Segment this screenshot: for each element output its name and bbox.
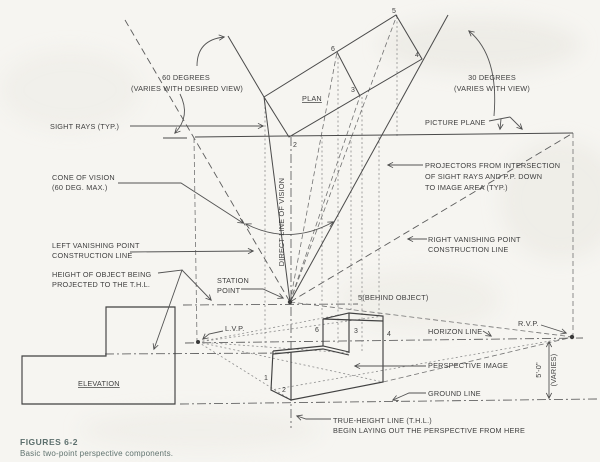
label-projectors-3: TO IMAGE AREA (TYP.) bbox=[425, 183, 508, 192]
label-station-1: STATION bbox=[217, 276, 249, 285]
label-30-degrees-2: (VARIES WITH VIEW) bbox=[454, 84, 530, 93]
image-point-2: 2 bbox=[282, 387, 286, 394]
points bbox=[196, 299, 575, 344]
label-projectors-2: OF SIGHT RAYS AND P.P. DOWN bbox=[425, 172, 542, 181]
leader-pp-a bbox=[509, 116, 523, 130]
label-thl-1: TRUE-HEIGHT LINE (T.H.L.) bbox=[333, 416, 432, 425]
label-horizon: HORIZON LINE bbox=[428, 327, 482, 336]
figure-caption: FIGURES 6-2 Basic two-point perspective … bbox=[20, 437, 173, 458]
rvp-dot bbox=[569, 334, 575, 340]
label-direct-line-of-vision: DIRECT LINE OF VISION bbox=[277, 178, 286, 266]
label-cone-1: CONE OF VISION bbox=[52, 173, 115, 182]
elevation-outline bbox=[21, 306, 176, 405]
sight-ray-3 bbox=[289, 95, 361, 303]
labels: 60 DEGREES (VARIES WITH DESIRED VIEW) 30… bbox=[50, 8, 560, 435]
plan-outline bbox=[263, 14, 423, 138]
label-ground: GROUND LINE bbox=[428, 389, 481, 398]
box-step-top-2 bbox=[272, 348, 350, 356]
leader-lvp-cl bbox=[129, 247, 255, 255]
image-point-4: 4 bbox=[387, 331, 391, 338]
box-front-top bbox=[322, 318, 384, 322]
label-height-2: PROJECTED TO THE T.H.L. bbox=[52, 280, 150, 289]
height-top-line bbox=[182, 303, 359, 306]
label-thl-2: BEGIN LAYING OUT THE PERSPECTIVE FROM HE… bbox=[333, 426, 525, 435]
leader-pp-stem bbox=[488, 116, 511, 122]
lvp-dot bbox=[196, 340, 200, 344]
label-behind-object: 5(BEHIND OBJECT) bbox=[358, 293, 429, 302]
label-lvp-cl-1: LEFT VANISHING POINT bbox=[52, 241, 140, 250]
plan-divider bbox=[336, 51, 361, 97]
leader-pp-b bbox=[497, 118, 504, 131]
label-sight-rays: SIGHT RAYS (TYP.) bbox=[50, 122, 119, 131]
label-rvp-cl-2: CONSTRUCTION LINE bbox=[428, 245, 508, 254]
label-dim-varies: (VARIES) bbox=[549, 354, 558, 387]
lvp-ray-4 bbox=[197, 341, 292, 401]
leader-thl bbox=[295, 414, 331, 421]
label-station-2: POINT bbox=[217, 286, 241, 295]
solid-geometry bbox=[21, 14, 574, 405]
label-rvp-cl-1: RIGHT VANISHING POINT bbox=[428, 235, 521, 244]
image-point-3: 3 bbox=[354, 328, 358, 335]
label-60-degrees-2: (VARIES WITH DESIRED VIEW) bbox=[131, 84, 243, 93]
leader-cone bbox=[118, 182, 245, 224]
label-picture-plane: PICTURE PLANE bbox=[425, 118, 486, 127]
image-point-1: 1 bbox=[264, 375, 268, 382]
label-cone-2: (60 DEG. MAX.) bbox=[52, 183, 108, 192]
box-step-top-1 bbox=[272, 345, 350, 353]
label-30-degrees: 30 DEGREES bbox=[468, 73, 516, 82]
paper-texture bbox=[0, 17, 600, 450]
lvp-drop-line bbox=[193, 137, 198, 342]
label-rvp: R.V.P. bbox=[518, 319, 539, 328]
plan-edge-extension bbox=[227, 35, 265, 98]
lvp-ray-1 bbox=[197, 312, 350, 343]
image-point-6: 6 bbox=[315, 327, 319, 334]
leader-ground bbox=[391, 392, 426, 401]
leader-height-b bbox=[181, 269, 212, 301]
label-perspective-image: PERSPECTIVE IMAGE bbox=[428, 361, 508, 370]
plan-point-5: 5 bbox=[392, 8, 396, 15]
perspective-box bbox=[270, 312, 384, 401]
sight-ray-6 bbox=[289, 51, 338, 303]
sight-ray-solid-right bbox=[289, 14, 449, 303]
plan-point-2: 2 bbox=[293, 142, 297, 149]
leaders bbox=[118, 116, 568, 421]
leader-lvp bbox=[202, 330, 224, 340]
lvp-ray-3 bbox=[197, 341, 350, 354]
leader-horizon bbox=[482, 330, 493, 337]
station-point-dot bbox=[287, 299, 293, 305]
leader-height-a bbox=[152, 269, 183, 351]
arc-60-bottom bbox=[174, 93, 185, 134]
sight-ray-solid-left bbox=[263, 96, 291, 303]
label-lvp: L.V.P. bbox=[225, 324, 244, 333]
plan-point-3: 3 bbox=[351, 87, 355, 94]
plan-point-4: 4 bbox=[415, 52, 419, 59]
label-60-degrees: 60 DEGREES bbox=[162, 73, 210, 82]
leader-rvp bbox=[540, 324, 568, 335]
plan-point-6: 6 bbox=[331, 46, 335, 53]
figure-number: FIGURES 6-2 bbox=[20, 437, 78, 447]
cone-arc bbox=[244, 221, 335, 235]
arcs bbox=[174, 30, 496, 235]
label-height-1: HEIGHT OF OBJECT BEING bbox=[52, 270, 152, 279]
arc-60-top bbox=[196, 34, 226, 67]
rvp-ray-bottom bbox=[382, 336, 574, 383]
picture-plane-line bbox=[194, 132, 574, 138]
label-lvp-cl-2: CONSTRUCTION LINE bbox=[52, 251, 132, 260]
rvp-ray-left bbox=[270, 336, 574, 391]
sight-ray-5 bbox=[289, 14, 398, 303]
label-projectors-1: PROJECTORS FROM INTERSECTION bbox=[425, 161, 560, 170]
label-dim-height: 5'-0" bbox=[534, 362, 543, 378]
ground-line bbox=[179, 398, 598, 405]
horizon-line bbox=[184, 337, 584, 344]
figure-caption-text: Basic two-point perspective components. bbox=[20, 449, 173, 458]
height-mid-line bbox=[104, 352, 292, 355]
arc-30 bbox=[468, 30, 496, 117]
label-plan: PLAN bbox=[302, 94, 322, 103]
label-elevation: ELEVATION bbox=[78, 379, 120, 388]
leader-station bbox=[241, 288, 285, 299]
